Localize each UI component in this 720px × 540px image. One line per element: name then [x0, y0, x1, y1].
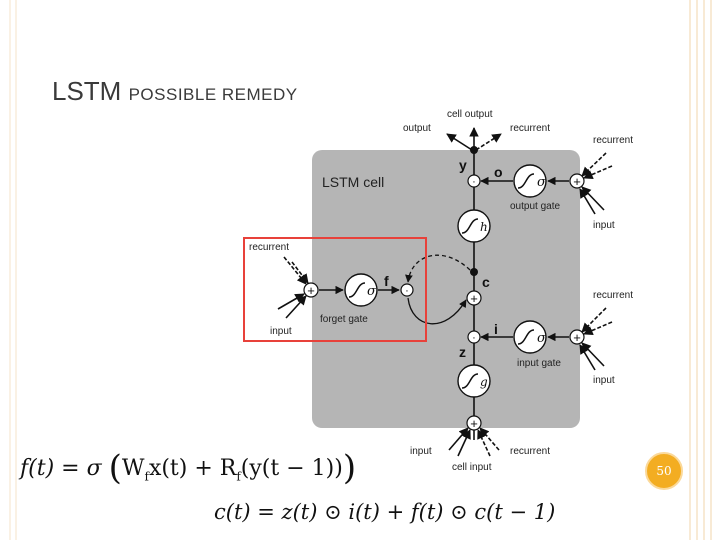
h-activation: [457, 209, 491, 243]
input-gate-plus: +: [573, 330, 581, 345]
label-recurrent-forget: recurrent: [249, 242, 289, 253]
label-recurrent-top: recurrent: [510, 123, 550, 134]
label-input-forget: input: [270, 326, 292, 337]
output-node: [470, 146, 478, 154]
symbol-o: o: [494, 164, 503, 180]
label-output-top: output: [403, 123, 431, 134]
label-recurrent-cell: recurrent: [510, 446, 550, 457]
forget-multiply-dot: ·: [405, 285, 409, 297]
label-forget-gate: forget gate: [320, 314, 368, 325]
eq1-inner: (y(t − 1)): [240, 456, 343, 481]
forget-gate-sigma: σ: [367, 284, 377, 299]
g-symbol: g: [480, 375, 488, 389]
label-output-gate: output gate: [510, 201, 560, 212]
input-gate-sigma: σ: [537, 331, 547, 346]
label-input-gate: input gate: [517, 358, 561, 369]
symbol-i: i: [494, 321, 498, 337]
forget-gate-equation: f(t) = σ (Wfx(t) + Rf(y(t − 1))): [20, 448, 356, 488]
label-input-out: input: [593, 220, 615, 231]
forget-gate-sigmoid: [344, 273, 378, 307]
cell-input-plus: +: [470, 416, 478, 431]
input-multiply-dot: ·: [472, 332, 476, 344]
input-multiply-node: [467, 330, 481, 344]
input-gate-sum: [569, 329, 585, 345]
forget-multiply-node: [400, 283, 414, 297]
output-gate-sigma: σ: [537, 175, 547, 190]
symbol-y: y: [459, 157, 467, 173]
label-cell-output: cell output: [447, 109, 493, 120]
label-input-in: input: [593, 375, 615, 386]
symbol-f: f: [384, 273, 389, 289]
cell-recurrent-loop: [405, 254, 471, 283]
output-gate-sigmoid: [513, 164, 547, 198]
title-main: LSTM: [52, 76, 129, 106]
input-gate-sigmoid: [513, 320, 547, 354]
forget-gate-highlight: [243, 237, 427, 342]
g-activation: [457, 364, 491, 398]
label-recurrent-in: recurrent: [593, 290, 633, 301]
output-gate-plus: +: [573, 174, 581, 189]
forget-gate-plus: +: [307, 283, 315, 298]
lstm-cell-title: LSTM cell: [322, 174, 384, 190]
symbol-z: z: [459, 344, 466, 360]
lstm-cell-box: [312, 150, 580, 428]
cell-state-equation: c(t) = z(t) ⊙ i(t) + f(t) ⊙ c(t − 1): [214, 500, 556, 524]
cell-sum-node: [466, 290, 482, 306]
eq1-w: W: [121, 456, 145, 481]
forget-gate-sum: [303, 282, 319, 298]
page-number-badge: 50: [645, 452, 683, 490]
label-recurrent-out: recurrent: [593, 135, 633, 146]
output-multiply-dot: ·: [472, 176, 476, 188]
eq1-mid: x(t) + R: [148, 456, 237, 481]
cell-sum-plus: +: [470, 291, 478, 306]
cell-state-node: [470, 268, 478, 276]
eq1-close-paren: ): [342, 448, 357, 488]
label-cell-input: cell input: [452, 462, 492, 473]
h-symbol: h: [480, 220, 488, 234]
eq1-r-sub: f: [236, 469, 241, 484]
output-multiply-node: [467, 174, 481, 188]
slide-title: LSTM POSSIBLE REMEDY: [52, 76, 298, 107]
eq1-open-paren: (: [108, 448, 122, 488]
title-rest: POSSIBLE REMEDY: [128, 85, 298, 104]
eq1-w-sub: f: [144, 469, 149, 484]
output-gate-sum: [569, 173, 585, 189]
label-input-cell: input: [410, 446, 432, 457]
cell-input-sum: [466, 415, 482, 431]
symbol-c: c: [482, 274, 490, 290]
eq1-lhs: f(t) = σ: [20, 456, 102, 481]
